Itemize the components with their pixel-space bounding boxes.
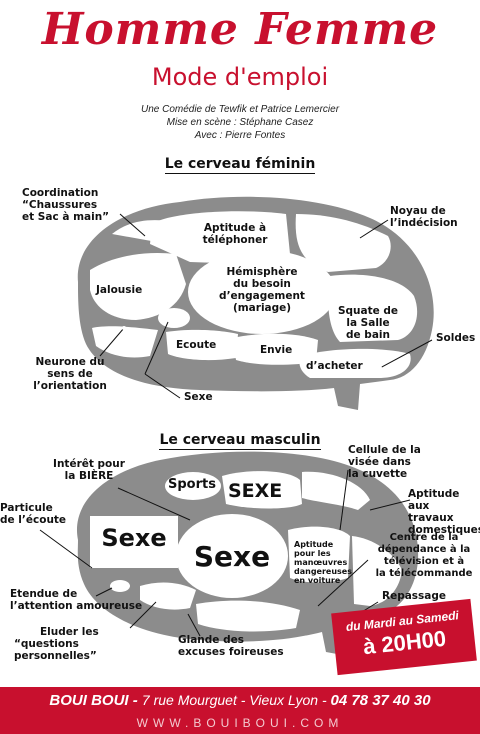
label-glande: Glande des excuses foireuses <box>178 634 284 658</box>
label-sexe-big: Sexe <box>193 540 271 573</box>
credit-cast: Avec : Pierre Fontes <box>194 130 286 141</box>
female-brain-heading: Le cerveau féminin <box>164 156 316 174</box>
label-envie: Envie <box>260 344 293 356</box>
venue-phone[interactable]: 04 78 37 40 30 <box>330 692 431 709</box>
region-neurone <box>92 326 158 358</box>
label-hemisphere: Hémisphère du besoin d’engagement (maria… <box>219 266 305 314</box>
label-cellule: Cellule de la visée dans la cuvette <box>348 444 421 480</box>
region-squate <box>328 274 418 342</box>
region-envie <box>232 333 318 365</box>
label-coordination: Coordination “Chaussures et Sac à main” <box>22 187 110 223</box>
region-sports <box>165 472 221 500</box>
label-noyau: Noyau de l’indécision <box>390 205 458 229</box>
label-squate: Squate de la Salle de bain <box>337 305 399 341</box>
label-dacheter: d’acheter <box>306 360 363 372</box>
region-eluder <box>140 582 196 610</box>
region-sexe-caps <box>222 471 302 509</box>
footer-contact: BOUI BOUI - 7 rue Mourguet - Vieux Lyon … <box>0 692 480 709</box>
label-etendue: Etendue de l’attention amoureuse <box>10 588 143 612</box>
label-interet: Intérêt pour la BIÈRE <box>53 458 125 482</box>
label-ecoute: Ecoute <box>176 339 217 351</box>
label-sexe-caps: SEXE <box>228 480 283 502</box>
region-sexe-f <box>158 308 190 328</box>
label-repassage: Repassage <box>382 590 447 602</box>
credit-director: Mise en scène : Stéphane Casez <box>166 117 314 128</box>
label-eluder: Eluder les “questions personnelles” <box>14 626 99 662</box>
website-link[interactable]: WWW.BOUIBOUI.COM <box>136 716 344 730</box>
region-jalousie <box>90 252 186 320</box>
region-noyau <box>295 214 391 272</box>
region-centre <box>352 536 402 606</box>
venue-name: BOUI BOUI - <box>49 692 142 709</box>
region-glande <box>196 600 300 632</box>
venue-address: 7 rue Mourguet - Vieux Lyon - <box>141 692 331 708</box>
label-aptitude-travaux: Aptitude aux travaux domestiques <box>408 488 480 536</box>
label-sports: Sports <box>168 477 216 492</box>
region-sexe-box <box>90 516 178 568</box>
region-acheter <box>299 348 411 378</box>
region-etendue <box>110 580 130 592</box>
region-telephoner <box>150 211 290 263</box>
label-neurone: Neurone du sens de l’orientation <box>33 356 107 392</box>
label-sexe-box: Sexe <box>101 524 167 552</box>
credit-author: Une Comédie de Tewfik et Patrice Lemerci… <box>140 104 340 115</box>
male-brain-heading: Le cerveau masculin <box>159 432 321 450</box>
region-hemisphere <box>188 250 336 334</box>
show-title: Homme Femme <box>41 4 439 55</box>
label-telephoner: Aptitude à téléphoner <box>202 222 268 246</box>
label-soldes: Soldes <box>436 332 476 344</box>
label-centre: Centre de la dépendance à la télévision … <box>375 532 473 579</box>
label-sexe-female: Sexe <box>184 391 213 403</box>
region-sexe-big <box>176 514 288 598</box>
label-particule: Particule de l’écoute <box>0 502 67 526</box>
label-jalousie: Jalousie <box>96 284 143 296</box>
label-manoeuvres: Aptitude pour les manœuvres dangereuses … <box>294 540 352 585</box>
region-ecoute <box>166 329 238 361</box>
region-cellule <box>302 471 370 510</box>
footer-bar: BOUI BOUI - 7 rue Mourguet - Vieux Lyon … <box>0 687 480 734</box>
region-manoeuvres <box>288 526 350 583</box>
show-subtitle: Mode d'emploi <box>151 63 329 91</box>
